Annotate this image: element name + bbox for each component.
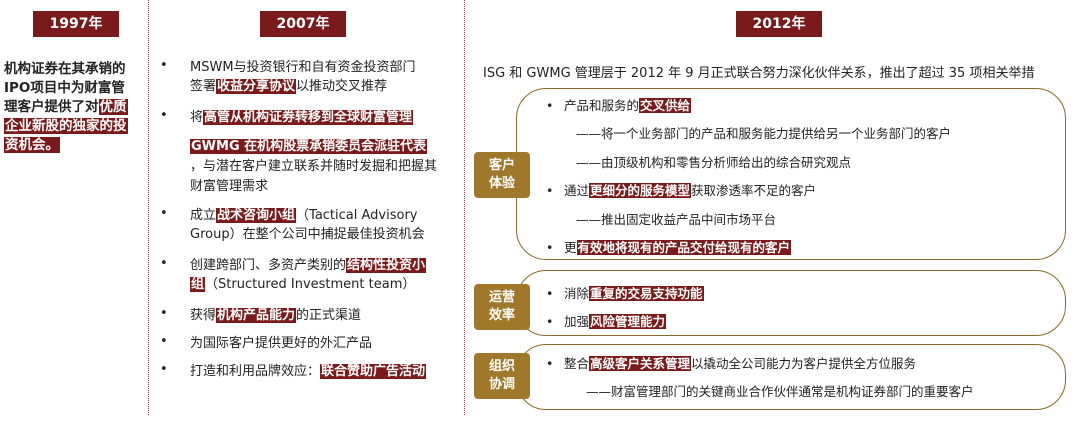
- list-item: • 通过更细分的服务模型获取渗透率不足的客户: [546, 180, 816, 199]
- highlight: 高级客户关系管理: [589, 356, 692, 371]
- year-1997-header: 1997年: [33, 11, 119, 37]
- highlight: 交叉供给: [639, 98, 692, 113]
- item-text: 获得机构产品能力的正式渠道: [190, 306, 462, 325]
- text: 获取渗透率不足的客户: [691, 183, 817, 198]
- bullet-icon: •: [160, 306, 168, 321]
- text: 成立: [190, 208, 217, 223]
- line: 资机会。: [4, 136, 144, 155]
- highlight: 有效地将现有的产品交付给现有的客户: [576, 240, 792, 255]
- tag-operating-efficiency: 运营 效率: [474, 284, 530, 330]
- highlight: 机构产品能力: [216, 308, 297, 323]
- text: 整合: [564, 356, 590, 371]
- list-item: • 更有效地将现有的产品交付给现有的客户: [546, 237, 792, 256]
- highlight: 更细分的服务模型: [589, 183, 692, 198]
- item-text: 创建跨部门、多资产类别的结构性投资小 组（Structured Investme…: [190, 256, 462, 294]
- bullet-icon: •: [546, 98, 554, 113]
- text: 产品和服务的: [564, 98, 640, 113]
- item-text: MSWM与投资银行和自有资金投资部门 签署收益分享协议以推动交叉推荐: [190, 58, 462, 96]
- item-text: 打造和利用品牌效应：联合赞助广告活动: [190, 362, 462, 381]
- sub-item: ——推出固定收益产品中间市场平台: [576, 212, 777, 227]
- line: 成立战术咨询小组（Tactical Advisory: [190, 206, 462, 225]
- text: 签署: [190, 79, 217, 94]
- highlight: 战术咨询小组: [216, 208, 297, 223]
- bullet-icon: •: [546, 356, 554, 371]
- bullet-icon: •: [160, 334, 168, 349]
- bullet-icon: •: [546, 314, 554, 329]
- bullet-icon: •: [160, 58, 168, 73]
- list-item: • 加强风险管理能力: [546, 311, 667, 330]
- text: 打造和利用品牌效应：: [190, 364, 321, 379]
- sub-item: ——将一个业务部门的产品和服务能力提供给另一个业务部门的客户: [576, 126, 952, 141]
- highlight: 风险管理能力: [589, 314, 667, 329]
- highlight: 组: [190, 277, 206, 292]
- text: 获得: [190, 308, 217, 323]
- highlight: 收益分享协议: [216, 79, 297, 94]
- bullet-icon: •: [546, 183, 554, 198]
- highlight: 企业新股的独家的投: [4, 118, 128, 134]
- line: 财富管理需求: [190, 179, 269, 194]
- highlight: 优质: [98, 99, 128, 115]
- text: 更: [564, 240, 577, 255]
- text: 的正式渠道: [296, 308, 362, 323]
- line: 组（Structured Investment team）: [190, 275, 462, 294]
- highlight: 重复的交易支持功能: [589, 286, 704, 301]
- text: （Structured Investment team）: [205, 277, 416, 292]
- year-2007-header: 2007年: [260, 11, 346, 37]
- line: GWMG 在机构股票承销委员会派驻代表: [190, 137, 462, 157]
- text: 理客户提供了对: [4, 99, 99, 115]
- line: ，与潜在客户建立联系并随时发掘和把握其: [190, 159, 438, 174]
- tag-organization-coordination: 组织 协调: [474, 353, 530, 399]
- bullet-icon: •: [546, 286, 554, 301]
- sub-item: ——财富管理部门的关键商业合作伙伴通常是机构证券部门的重要客户: [586, 384, 974, 399]
- item-text: 为国际客户提供更好的外汇产品: [190, 336, 373, 351]
- bullet-icon: •: [160, 362, 168, 377]
- highlight: 联合赞助广告活动: [320, 364, 427, 379]
- line: 机构证券在其承销的: [4, 61, 126, 77]
- line: MSWM与投资银行和自有资金投资部门: [190, 60, 416, 75]
- divider-2: [464, 0, 465, 415]
- bullet-icon: •: [160, 256, 168, 271]
- year-2012-header: 2012年: [736, 11, 822, 37]
- line: 创建跨部门、多资产类别的结构性投资小: [190, 256, 462, 275]
- text: 消除: [564, 286, 590, 301]
- text: （Tactical Advisory: [296, 208, 418, 223]
- tag-customer-experience: 客户 体验: [474, 152, 530, 198]
- divider-1: [148, 0, 149, 415]
- line: 理客户提供了对优质: [4, 98, 144, 117]
- text: 创建跨部门、多资产类别的: [190, 258, 347, 273]
- highlight: 高管从机构证券转移到全球财富管理: [203, 110, 414, 125]
- text: 通过: [564, 183, 590, 198]
- text: 将: [190, 110, 204, 125]
- text: 加强: [564, 314, 590, 329]
- item-text: 成立战术咨询小组（Tactical Advisory Group）在整个公司中捕…: [190, 206, 462, 244]
- text: 以撬动全公司能力为客户提供全方位服务: [691, 356, 917, 371]
- bullet-icon: •: [160, 108, 168, 123]
- sub-item: ——由顶级机构和零售分析师给出的综合研究观点: [576, 155, 852, 170]
- list-item: • 整合高级客户关系管理以撬动全公司能力为客户提供全方位服务: [546, 353, 916, 372]
- line: 企业新股的独家的投: [4, 117, 144, 136]
- list-item: • 产品和服务的交叉供给: [546, 95, 692, 114]
- bullet-icon: •: [546, 240, 554, 255]
- line: 将高管从机构证券转移到全球财富管理: [190, 108, 462, 128]
- highlight: 结构性投资小: [346, 258, 427, 273]
- highlight: 资机会。: [4, 137, 60, 153]
- item-text: 将高管从机构证券转移到全球财富管理 GWMG 在机构股票承销委员会派驻代表 ，与…: [190, 108, 462, 197]
- col-1997-text: 机构证券在其承销的 IPO项目中为财富管 理客户提供了对优质 企业新股的独家的投…: [4, 60, 144, 155]
- line: 签署收益分享协议以推动交叉推荐: [190, 77, 462, 96]
- list-item: • 消除重复的交易支持功能: [546, 283, 704, 302]
- bullet-icon: •: [160, 206, 168, 221]
- line: IPO项目中为财富管: [4, 80, 125, 96]
- text: 以推动交叉推荐: [296, 79, 388, 94]
- line: Group）在整个公司中捕捉最佳投资机会: [190, 227, 425, 242]
- highlight: GWMG 在机构股票承销委员会派驻代表: [190, 139, 428, 154]
- intro-text: ISG 和 GWMG 管理层于 2012 年 9 月正式联合努力深化伙伴关系，推…: [483, 66, 1035, 81]
